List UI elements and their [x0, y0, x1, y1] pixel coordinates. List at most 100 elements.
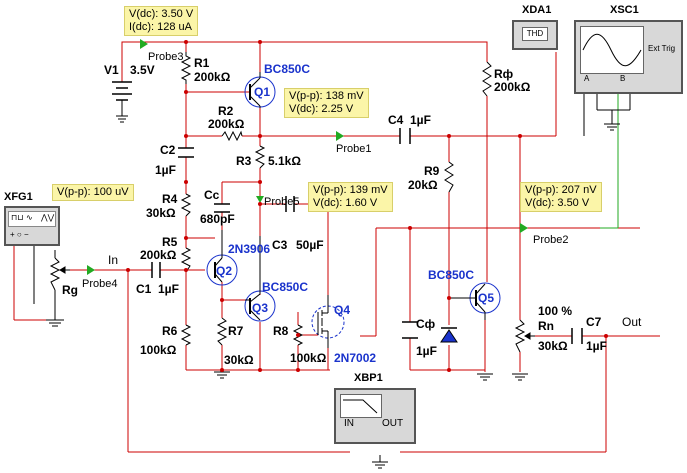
battery-symbol	[112, 81, 132, 116]
r4-value: 30kΩ	[146, 206, 176, 220]
r2-name[interactable]: R2	[218, 104, 234, 118]
probe3-line-2: I(dc): 128 uA	[129, 21, 192, 33]
q1-name[interactable]: Q1	[254, 85, 271, 99]
xbp1-label: XBP1	[354, 372, 383, 384]
cphi-value: 1µF	[416, 344, 437, 358]
sine-wave-icon: ∿	[26, 213, 33, 222]
transistor-q1-symbol	[244, 72, 276, 108]
ground-symbols	[33, 115, 620, 469]
probe4-readout: V(p-p): 100 uV	[52, 184, 134, 201]
xsc1-label: XSC1	[610, 4, 639, 16]
wires-green	[600, 92, 619, 229]
r5-name[interactable]: R5	[162, 235, 178, 249]
net-in-label: In	[108, 253, 119, 267]
cc-name[interactable]: Cc	[204, 188, 220, 202]
r7-name[interactable]: R7	[228, 324, 244, 338]
junction-dots	[126, 40, 608, 372]
oscilloscope-xsc1[interactable]: Ext Trig A B	[574, 20, 683, 94]
rphi-value: 200kΩ	[494, 80, 531, 94]
transistor-q2-symbol	[206, 230, 238, 286]
r8-value: 100kΩ	[290, 351, 327, 365]
c2-name[interactable]: C2	[160, 143, 176, 157]
r4-name[interactable]: R4	[162, 192, 178, 206]
r9-name[interactable]: R9	[424, 164, 440, 178]
probe5-readout: V(p-p): 139 mV V(dc): 1.60 V	[308, 182, 393, 212]
q1-part: BC850C	[264, 62, 311, 76]
triangle-wave-icon: ⋀⋁	[41, 213, 55, 222]
c3-name[interactable]: C3	[272, 238, 288, 252]
r9-value: 20kΩ	[408, 178, 438, 192]
c4-value: 1µF	[410, 113, 431, 127]
pot-wipers	[59, 266, 535, 340]
q3-name[interactable]: Q3	[252, 301, 269, 315]
probe2-name[interactable]: Probe2	[533, 234, 569, 246]
v1-value: 3.5V	[130, 63, 155, 77]
probe2-line-2: V(dc): 3.50 V	[525, 197, 590, 209]
bode-in-label: IN	[344, 418, 354, 429]
transistor-q5-symbol	[449, 282, 501, 320]
bode-out-label: OUT	[382, 418, 404, 429]
probe3-name[interactable]: Probe3	[148, 51, 184, 63]
r1-name[interactable]: R1	[194, 56, 210, 70]
q4-part: 2N7002	[334, 351, 377, 365]
v1-name[interactable]: V1	[104, 63, 119, 77]
q4-name[interactable]: Q4	[334, 303, 351, 317]
r2-value: 200kΩ	[208, 117, 245, 131]
transistor-q3-symbol	[244, 236, 276, 322]
c7-name[interactable]: C7	[586, 315, 602, 329]
c2-value: 1µF	[155, 163, 176, 177]
probe5-line-2: V(dc): 1.60 V	[313, 197, 378, 209]
rn-percent: 100 %	[538, 304, 573, 318]
transistor-q4-symbol	[311, 295, 345, 348]
r3-value: 5.1kΩ	[268, 154, 301, 168]
xfg1-rg-name[interactable]: Rg	[62, 283, 78, 297]
diode-symbol	[440, 327, 458, 343]
rn-name[interactable]: Rn	[538, 319, 554, 333]
probe1-readout: V(p-p): 138 mV V(dc): 2.25 V	[284, 88, 369, 118]
q2-part: 2N3906	[228, 242, 271, 256]
r6-name[interactable]: R6	[162, 324, 178, 338]
probe2-line-1: V(p-p): 207 nV	[525, 184, 597, 196]
probe2-readout: V(p-p): 207 nV V(dc): 3.50 V	[520, 182, 602, 212]
xfg1-label: XFG1	[4, 191, 33, 203]
probe1-name[interactable]: Probe1	[336, 143, 372, 155]
probe1-line-2: V(dc): 2.25 V	[289, 103, 354, 115]
function-generator-xfg1[interactable]: ⊓⊔ ∿ ⋀⋁ + ○ −	[4, 206, 60, 246]
xfg1-terminals: + ○ −	[10, 230, 29, 239]
capacitors	[151, 128, 583, 344]
r7-value: 30kΩ	[224, 353, 254, 367]
cphi-name[interactable]: Cф	[416, 317, 436, 331]
sine-trace-icon	[582, 33, 642, 67]
r6-value: 100kΩ	[140, 343, 177, 357]
xda1-label: XDA1	[522, 4, 552, 16]
q5-name[interactable]: Q5	[478, 291, 495, 305]
channel-a-label: A	[584, 74, 590, 83]
r3-name[interactable]: R3	[236, 154, 252, 168]
rn-value: 30kΩ	[538, 339, 568, 353]
probe4-line-1: V(p-p): 100 uV	[57, 186, 129, 198]
q2-name[interactable]: Q2	[216, 264, 233, 278]
r8-name[interactable]: R8	[273, 324, 289, 338]
bode-plotter-xbp1[interactable]: IN OUT	[334, 388, 416, 444]
q3-part: BC850C	[262, 280, 309, 294]
waveform-buttons: ⊓⊔ ∿ ⋀⋁	[8, 211, 56, 227]
c1-name[interactable]: C1	[136, 282, 152, 296]
probe3-line-1: V(dc): 3.50 V	[129, 8, 194, 20]
c1-value: 1µF	[158, 282, 179, 296]
bode-curve-icon	[343, 399, 378, 414]
probe-arrows	[87, 39, 528, 275]
probe4-name[interactable]: Probe4	[82, 278, 118, 290]
distortion-analyzer-xda1[interactable]: THD	[512, 20, 558, 50]
channel-b-label: B	[620, 74, 626, 83]
probe5-name[interactable]: Probe5	[264, 196, 300, 208]
c4-name[interactable]: C4	[388, 113, 404, 127]
c3-value: 50µF	[296, 238, 324, 252]
thd-display: THD	[522, 27, 548, 41]
wires-red	[13, 41, 660, 453]
probe1-line-1: V(p-p): 138 mV	[289, 90, 364, 102]
rphi-name[interactable]: Rф	[494, 67, 514, 81]
ext-trig-label: Ext Trig	[648, 44, 676, 53]
resistors	[49, 52, 526, 353]
net-out-label: Out	[622, 315, 642, 329]
